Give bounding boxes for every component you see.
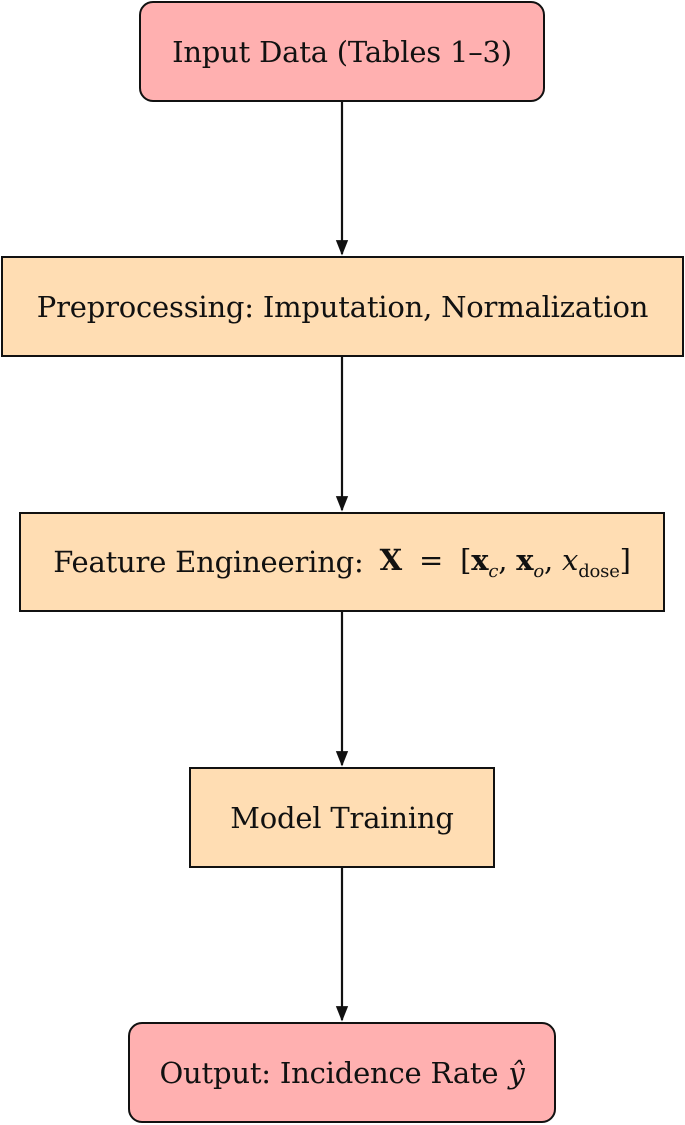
model-training-node: Model Training xyxy=(189,767,495,868)
output-label: Output: Incidence Rate xyxy=(159,1055,499,1090)
formula-comma-2: , xyxy=(544,542,563,577)
formula-x-dose: x xyxy=(562,542,579,577)
input-data-label: Input Data (Tables 1–3) xyxy=(172,34,512,69)
input-data-node: Input Data (Tables 1–3) xyxy=(139,1,545,102)
formula-sub-o: o xyxy=(533,560,544,582)
formula-close-bracket: ] xyxy=(619,542,631,577)
formula-x-c: x xyxy=(471,542,489,577)
formula-sub-c: c xyxy=(488,560,499,582)
formula-matrix-x: X xyxy=(379,542,403,577)
feature-engineering-label: Feature Engineering: xyxy=(53,545,364,579)
formula-comma-1: , xyxy=(498,542,517,577)
formula-open-bracket: [ xyxy=(460,542,472,577)
preprocessing-node: Preprocessing: Imputation, Normalization xyxy=(1,256,684,357)
preprocessing-label: Preprocessing: Imputation, Normalization xyxy=(36,289,649,324)
formula-equals: = xyxy=(418,542,444,577)
output-node: Output: Incidence Rate ŷ xyxy=(128,1022,556,1123)
formula-x-o: x xyxy=(516,542,534,577)
model-training-label: Model Training xyxy=(230,800,454,835)
output-symbol: ŷ xyxy=(508,1055,525,1090)
feature-engineering-node: Feature Engineering: X = [xc, xo, xdose] xyxy=(19,512,665,612)
formula-sub-dose: dose xyxy=(578,560,620,582)
feature-formula: X = [xc, xo, xdose] xyxy=(380,543,631,582)
